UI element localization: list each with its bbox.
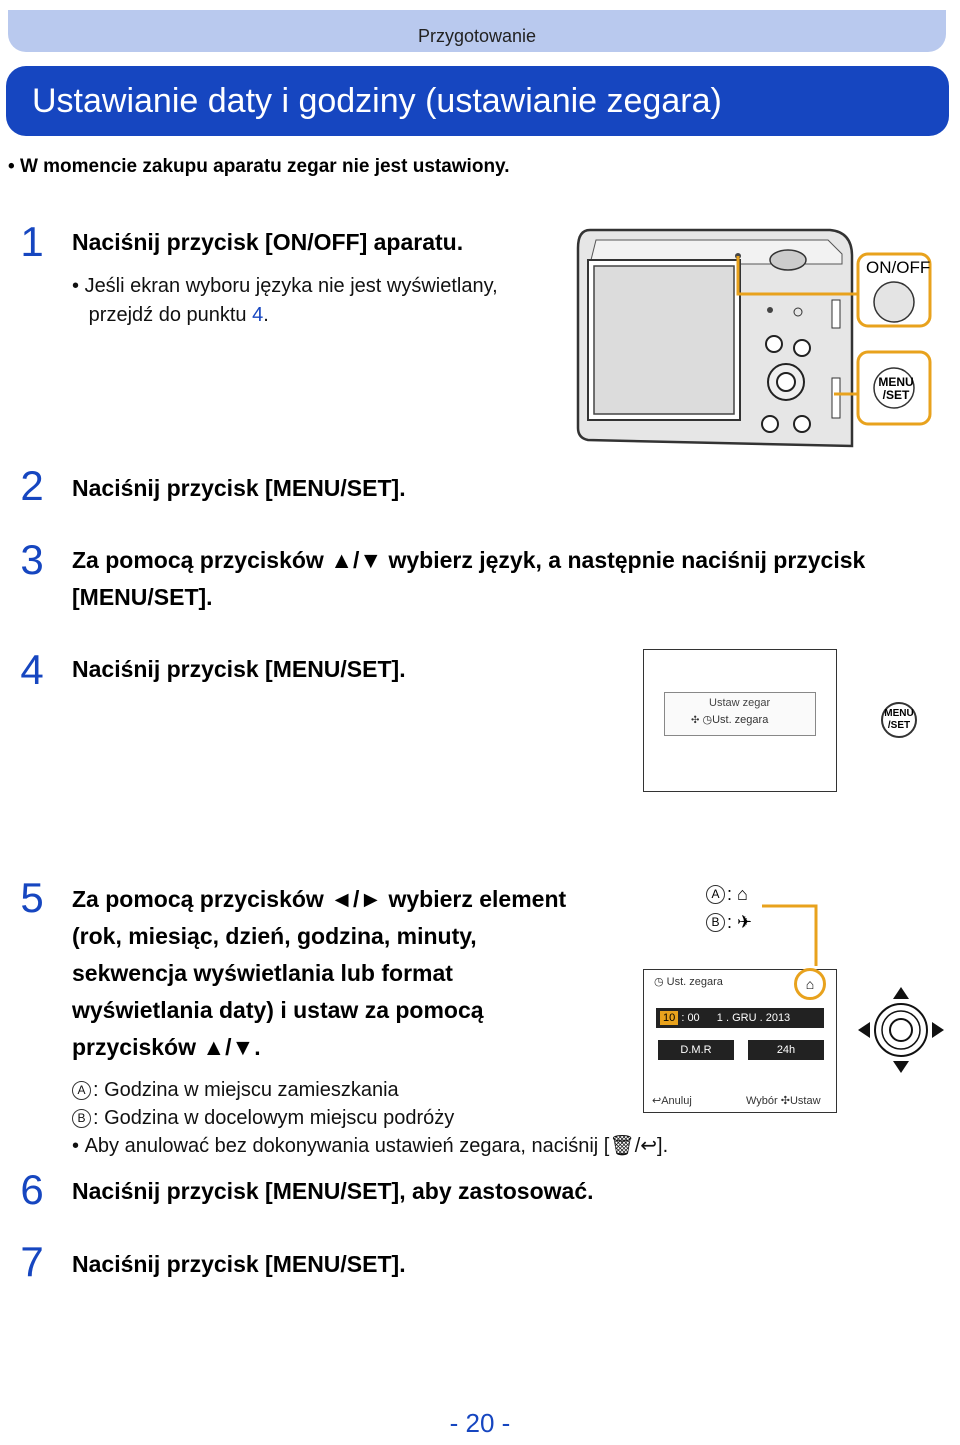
- dpad-icon: ✣: [691, 715, 700, 726]
- menu-set-icon: MENU/SET: [881, 702, 917, 738]
- callout-lines: [762, 904, 818, 966]
- arrow-down-icon: [893, 1061, 909, 1073]
- day-field[interactable]: 1: [716, 1012, 723, 1024]
- step-number-7: 7: [20, 1238, 44, 1285]
- step-text-4: Naciśnij przycisk [MENU/SET].: [72, 656, 406, 682]
- page-number: - 20 -: [449, 1408, 511, 1438]
- step-text-1: Naciśnij przycisk [ON/OFF] aparatu.: [72, 229, 464, 255]
- date-time-row: 10 : 00 1 . GRU . 2013: [656, 1008, 824, 1028]
- arrow-up-icon: [893, 987, 909, 999]
- step-text-7: Naciśnij przycisk [MENU/SET].: [72, 1251, 406, 1277]
- minute-field[interactable]: 00: [687, 1012, 700, 1024]
- month-field[interactable]: GRU: [732, 1012, 757, 1024]
- back-icon: ↩: [652, 1095, 662, 1107]
- home-icon: ⌂: [805, 976, 815, 992]
- step-4-link[interactable]: 4: [252, 304, 264, 326]
- step-text-3: Za pomocą przycisków ▲/▼ wybierz język, …: [72, 547, 866, 610]
- camera-illustration: [576, 228, 932, 448]
- date-order-field[interactable]: D.M.R: [658, 1040, 734, 1060]
- step-text-6: Naciśnij przycisk [MENU/SET], aby zastos…: [72, 1178, 594, 1204]
- marker-a-home: A: ⌂: [706, 884, 748, 905]
- clock-set-title: ◷ Ust. zegara: [654, 976, 723, 988]
- clock-icon: ◷: [654, 976, 664, 988]
- step-number-5: 5: [20, 874, 44, 921]
- clock-icon: ◷: [702, 714, 713, 726]
- cancel-hint: ↩Anuluj: [652, 1095, 692, 1107]
- clock-prompt-option: ✣ ◷Ust. zegara: [691, 714, 769, 726]
- hour-field[interactable]: 10: [660, 1011, 679, 1025]
- step-number-3: 3: [20, 536, 44, 583]
- dpad-icon: ✣: [780, 1095, 790, 1107]
- clock-prompt-dialog: Ustaw zegar ✣ ◷Ust. zegara: [664, 692, 816, 736]
- step-1-note: • Jeśli ekran wyboru języka nie jest wyś…: [72, 275, 498, 326]
- clock-set-screen: ◷ Ust. zegara ⌂ 10 : 00 1 . GRU . 2013 D…: [643, 968, 837, 1113]
- step-number-1: 1: [20, 218, 44, 265]
- year-field[interactable]: 2013: [765, 1012, 791, 1024]
- arrow-left-icon: [858, 1022, 870, 1038]
- airplane-icon: ✈: [732, 912, 753, 932]
- legend-b: B: Godzina w docelowym miejscu podróży: [72, 1104, 454, 1133]
- page-title: Ustawianie daty i godziny (ustawianie ze…: [6, 66, 949, 136]
- step-number-2: 2: [20, 462, 44, 509]
- menu-set-button-label: MENU/SET: [878, 375, 914, 402]
- home-icon: ⌂: [732, 884, 748, 904]
- step-text-5: Za pomocą przycisków ◄/► wybierz element…: [72, 886, 567, 1060]
- cancel-note: • Aby anulować bez dokonywania ustawień …: [72, 1135, 669, 1157]
- select-set-hint: Wybór ✣Ustaw: [746, 1095, 821, 1107]
- trash-back-icon: 🗑/↩: [609, 1135, 658, 1157]
- step-text-2: Naciśnij przycisk [MENU/SET].: [72, 475, 406, 501]
- clock-prompt-screen: Ustaw zegar ✣ ◷Ust. zegara: [643, 649, 837, 792]
- intro-note: • W momencie zakupu aparatu zegar nie je…: [8, 156, 510, 177]
- section-header: Przygotowanie: [8, 10, 946, 52]
- step-number-4: 4: [20, 646, 44, 693]
- arrow-right-icon: [932, 1022, 944, 1038]
- dpad-cursor-buttons: [858, 987, 944, 1073]
- home-time-indicator: ⌂: [794, 968, 826, 1000]
- step-number-6: 6: [20, 1166, 44, 1213]
- onoff-button-label: ON/OFF: [866, 258, 931, 277]
- time-format-field[interactable]: 24h: [748, 1040, 824, 1060]
- clock-prompt-title: Ustaw zegar: [709, 697, 771, 709]
- marker-b-travel: B: ✈: [706, 912, 752, 933]
- legend-a: A: Godzina w miejscu zamieszkania: [72, 1076, 399, 1105]
